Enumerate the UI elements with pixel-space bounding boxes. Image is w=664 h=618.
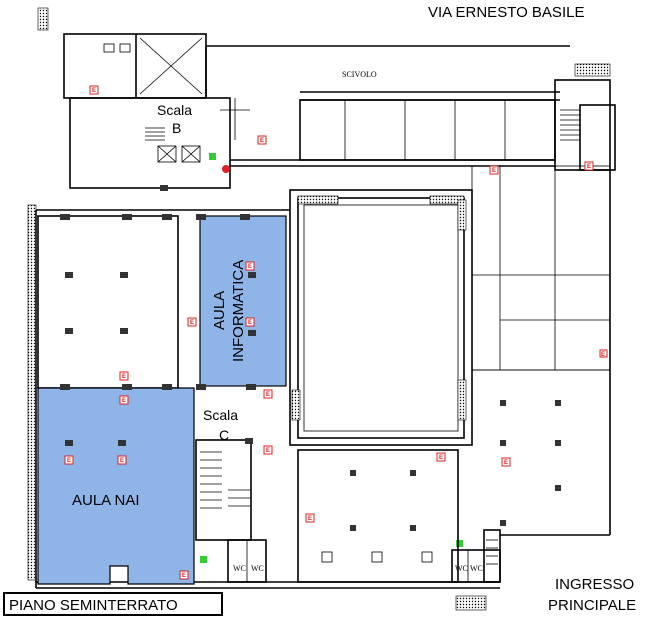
right-stair-block: [554, 63, 616, 171]
wc-blocks: [227, 529, 501, 583]
structural-columns: [60, 185, 561, 531]
svg-text:E: E: [182, 573, 186, 579]
scala-c-label-2: C: [219, 427, 229, 443]
svg-text:E: E: [248, 320, 252, 326]
svg-text:E: E: [120, 458, 124, 464]
scala-b-label-1: Scala: [157, 102, 192, 118]
emergency-marker: E: [89, 85, 99, 95]
svg-text:E: E: [190, 320, 194, 326]
emergency-marker: E: [187, 317, 197, 327]
svg-text:E: E: [260, 138, 264, 144]
emergency-marker: E: [64, 455, 74, 465]
green-exit-icon: [456, 540, 463, 547]
scala-b-label-2: B: [172, 120, 181, 136]
top-corridor: [230, 91, 560, 167]
floor-title-box: [3, 592, 223, 616]
wc-label: WC: [233, 564, 246, 573]
street-label: VIA ERNESTO BASILE: [428, 4, 584, 21]
svg-text:E: E: [92, 88, 96, 94]
room-lower-middle: [297, 449, 459, 583]
emergency-marker: E: [245, 261, 255, 271]
aula-informatica-room: [199, 215, 287, 387]
scala-b-area: [69, 97, 250, 189]
wc-label: WC: [251, 564, 264, 573]
hatched-wall: [37, 7, 49, 31]
emergency-marker: E: [305, 513, 315, 523]
svg-text:E: E: [122, 398, 126, 404]
green-exit-icon: [209, 153, 216, 160]
scala-c-label-1: Scala: [203, 407, 238, 423]
svg-text:E: E: [439, 455, 443, 461]
scivolo-label: SCIVOLO: [342, 70, 377, 79]
emergency-marker: E: [119, 371, 129, 381]
emergency-marker: E: [263, 389, 273, 399]
emergency-marker: E: [179, 570, 189, 580]
emergency-marker: E: [489, 165, 499, 175]
emergency-marker: E: [245, 317, 255, 327]
entrance-label-2: PRINCIPALE: [548, 597, 636, 614]
svg-text:E: E: [122, 374, 126, 380]
svg-text:E: E: [266, 392, 270, 398]
wc-label: WC: [470, 564, 483, 573]
svg-text:E: E: [504, 460, 508, 466]
wc-label: WC: [455, 564, 468, 573]
entrance-steps: [455, 595, 487, 611]
svg-text:E: E: [248, 264, 252, 270]
emergency-marker: E: [263, 445, 273, 455]
emergency-marker: E: [584, 161, 594, 171]
room-left-upper: [37, 215, 179, 389]
scala-c-area: [195, 439, 252, 541]
central-courtyard: [289, 189, 473, 446]
aula-nai-room: [37, 387, 195, 585]
fire-extinguisher-icon: [222, 165, 230, 173]
green-exit-icon: [200, 556, 207, 563]
svg-text:E: E: [266, 448, 270, 454]
emergency-marker: E: [599, 349, 608, 358]
emergency-marker: E: [117, 455, 127, 465]
aula-informatica-label-1: AULA: [211, 291, 228, 330]
svg-text:E: E: [587, 164, 591, 170]
entrance-label-1: INGRESSO: [555, 576, 634, 593]
emergency-marker: E: [436, 452, 446, 462]
service-block-top-left: [63, 33, 570, 99]
right-structure: [471, 165, 611, 371]
floor-title: PIANO SEMINTERRATO: [9, 597, 178, 614]
emergency-marker: E: [119, 395, 129, 405]
emergency-marker: E: [257, 135, 267, 145]
aula-nai-label: AULA NAI: [72, 492, 140, 509]
svg-text:E: E: [601, 352, 605, 358]
svg-text:E: E: [308, 516, 312, 522]
emergency-marker: E: [501, 457, 511, 467]
aula-informatica-label-2: INFORMATICA: [230, 260, 247, 362]
svg-text:E: E: [67, 458, 71, 464]
svg-text:E: E: [492, 168, 496, 174]
